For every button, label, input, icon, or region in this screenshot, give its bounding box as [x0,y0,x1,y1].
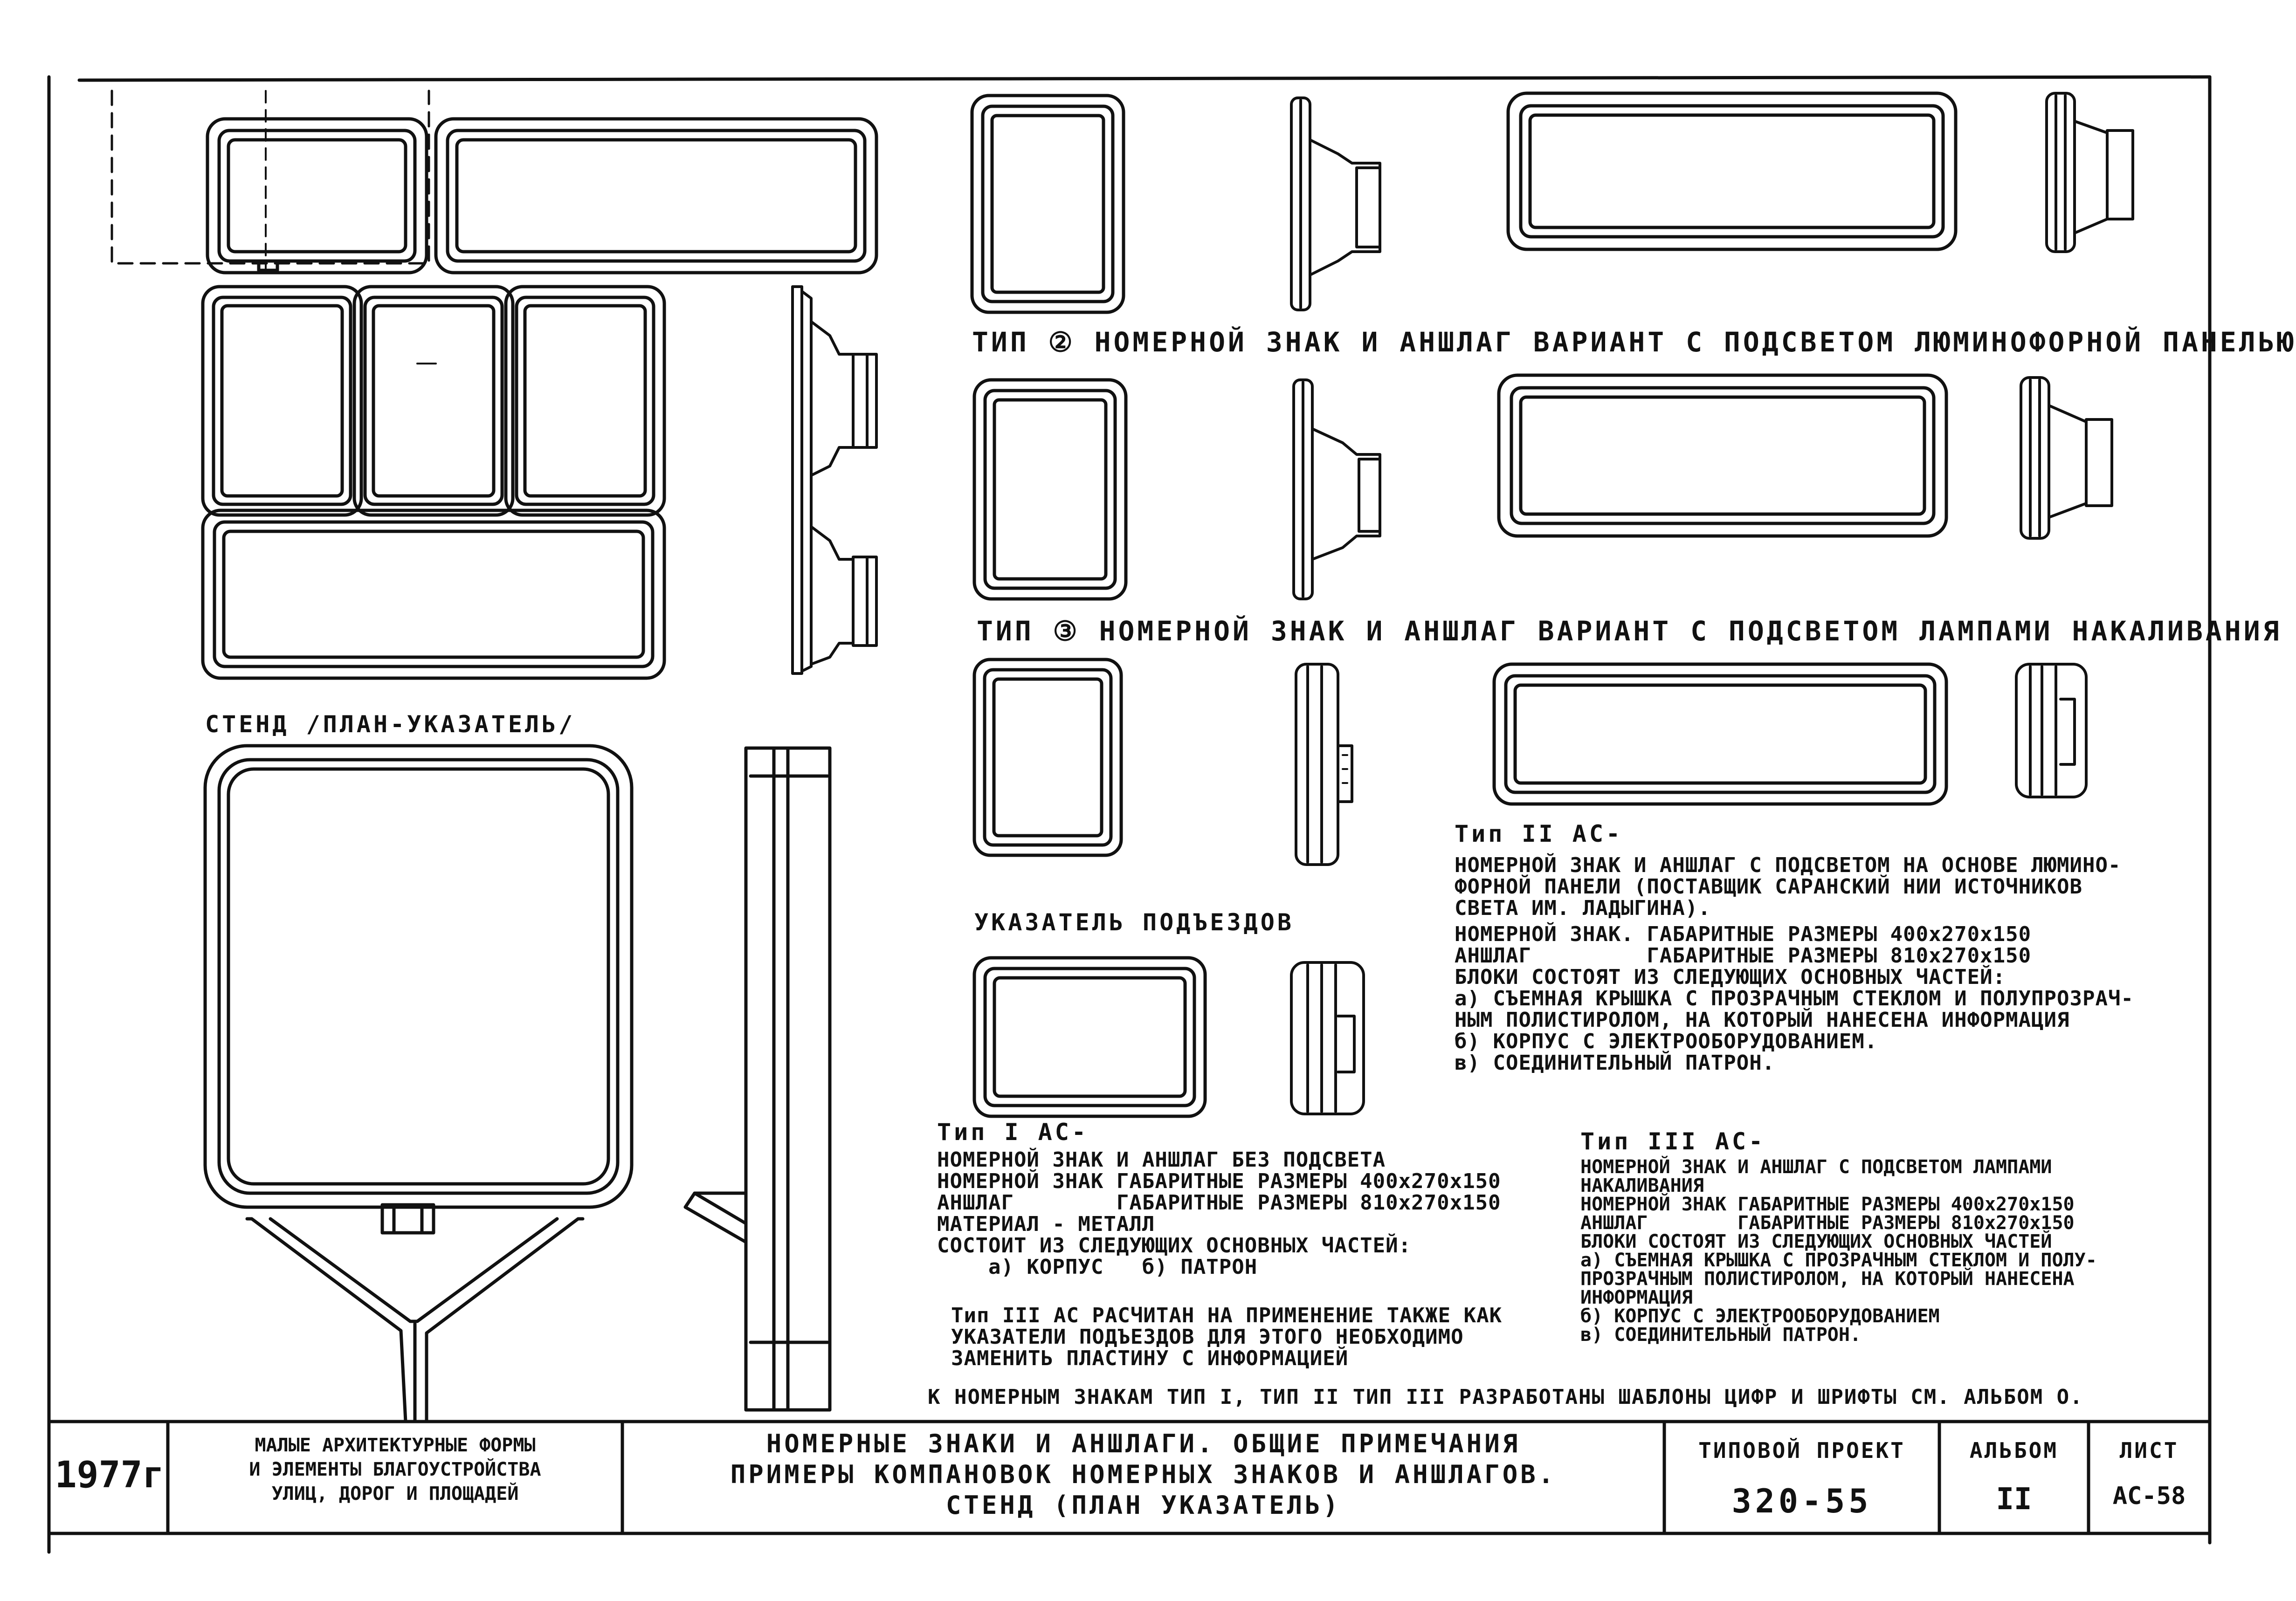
title-block-organization: МАЛЫЕ АРХИТЕКТУРНЫЕ ФОРМЫ И ЭЛЕМЕНТЫ БЛА… [170,1433,620,1506]
org-line: МАЛЫЕ АРХИТЕКТУРНЫЕ ФОРМЫ [255,1435,536,1456]
title-block-title: НОМЕРНЫЕ ЗНАКИ И АНШЛАГИ. ОБЩИЕ ПРИМЕЧАН… [625,1429,1662,1521]
type-II-ac-line: БЛОКИ СОСТОЯТ ИЗ СЛЕДУЮЩИХ ОСНОВНЫХ ЧАСТ… [1455,965,2006,989]
type-II-ac-line: НОМЕРНОЙ ЗНАК. ГАБАРИТНЫЕ РАЗМЕРЫ 400х27… [1455,922,2032,946]
type3-plate-sign [1497,373,1948,538]
type-III-ac-line: ИНФОРМАЦИЯ [1580,1287,1693,1308]
type2-plate-sign [1506,91,1958,251]
type-II-ac-line: в) СОЕДИНИТЕЛЬНЫЙ ПАТРОН. [1455,1051,1775,1075]
org-line: И ЭЛЕМЕНТЫ БЛАГОУСТРОЙСТВА [249,1459,541,1480]
type2-number-sign [970,94,1125,314]
arrangement-row-three [201,285,666,517]
type-III-ac-line: в) СОЕДИНИТЕЛЬНЫЙ ПАТРОН. [1580,1324,1862,1346]
type-III-ac-line: НАКАЛИВАНИЯ [1580,1175,1704,1196]
type-II-ac-line: б) КОРПУС С ЭЛЕКТРООБОРУДОВАНИЕМ. [1455,1030,1878,1053]
type-II-ac-line: ФОРНОЙ ПАНЕЛИ (ПОСТАВЩИК САРАНСКИЙ НИИ И… [1455,875,2083,899]
type-III-note: Тип III АС РАСЧИТАН НА ПРИМЕНЕНИЕ ТАКЖЕ … [951,1305,1502,1369]
type-III-ac-line: ПРОЗРАЧНЫМ ПОЛИСТИРОЛОМ, НА КОТОРЫЙ НАНЕ… [1580,1268,2075,1290]
caption-stand: СТЕНД /ПЛАН-УКАЗАТЕЛЬ/ [205,711,576,738]
type-II-ac-notes: Тип II АС- НОМЕРНОЙ ЗНАК И АНШЛАГ С ПОДС… [1455,820,2134,1074]
type-III-ac-line: б) КОРПУС С ЭЛЕКТРООБОРУДОВАНИЕМ [1580,1306,1940,1327]
stand-side-profile [683,746,832,1412]
caption-entrance-sign: УКАЗАТЕЛЬ ПОДЪЕЗДОВ [974,909,1294,936]
type-I-ac-line: НОМЕРНОЙ ЗНАК ГАБАРИТНЫЕ РАЗМЕРЫ 400х270… [937,1169,1501,1193]
arrangement-side-profile [791,285,878,675]
footnote: К НОМЕРНЫМ ЗНАКАМ ТИП I, ТИП II ТИП III … [928,1385,2083,1409]
type-III-ac-line: НОМЕРНОЙ ЗНАК ГАБАРИТНЫЕ РАЗМЕРЫ 400х270… [1580,1194,2075,1215]
entrance-sign-front [972,956,1207,1118]
type-III-ac-line: АНШЛАГ ГАБАРИТНЫЕ РАЗМЕРЫ 810х270х150 [1580,1212,2075,1234]
type3-plate-profile [2020,376,2113,540]
type-II-number-profile [1295,663,1353,866]
type-III-note-line: ЗАМЕНИТЬ ПЛАСТИНУ С ИНФОРМАЦИЕЙ [951,1347,1349,1370]
type-III-note-line: УКАЗАТЕЛИ ПОДЪЕЗДОВ ДЛЯ ЭТОГО НЕОБХОДИМО [951,1325,1464,1349]
type-I-ac-line: СОСТОИТ ИЗ СЛЕДУЮЩИХ ОСНОВНЫХ ЧАСТЕЙ: [937,1234,1412,1257]
org-line: УЛИЦ, ДОРОГ И ПЛОЩАДЕЙ [271,1483,519,1505]
type-II-ac-line: НЫМ ПОЛИСТИРОЛОМ, НА КОТОРЫЙ НАНЕСЕНА ИН… [1455,1008,2070,1032]
title-block-year: 1977г [55,1454,165,1496]
title-block-project-label: ТИПОВОЙ ПРОЕКТ [1698,1438,1905,1463]
title-line: ПРИМЕРЫ КОМПАНОВОК НОМЕРНЫХ ЗНАКОВ И АНШ… [730,1460,1557,1489]
title-block-sheet-label: ЛИСТ [2119,1438,2179,1463]
type-III-ac-line: БЛОКИ СОСТОЯТ ИЗ СЛЕДУЮЩИХ ОСНОВНЫХ ЧАСТ… [1580,1231,2052,1252]
type-III-ac-line: а) СЪЕМНАЯ КРЫШКА С ПРОЗРАЧНЫМ СТЕКЛОМ И… [1580,1250,2097,1271]
type-III-ac-title: Тип III АС- [1580,1128,1766,1155]
title-block-frame [47,1420,2212,1535]
type-III-note-line: Тип III АС РАСЧИТАН НА ПРИМЕНЕНИЕ ТАКЖЕ … [951,1304,1503,1327]
title-block-sheet-value: АС-58 [2112,1482,2186,1510]
entrance-sign-profile [1290,961,1365,1115]
type-II-ac-line: АНШЛАГ ГАБАРИТНЫЕ РАЗМЕРЫ 810х270х150 [1455,944,2032,968]
title-block-project-value: 320-55 [1731,1482,1872,1520]
type-II-ac-lines: НОМЕРНОЙ ЗНАК И АНШЛАГ С ПОДСВЕТОМ НА ОС… [1455,855,2134,1074]
type2-plate-profile [2045,92,2134,253]
title-block-album-label: АЛЬБОМ [1969,1438,2059,1463]
type-I-ac-line: а) КОРПУС б) ПАТРОН [937,1255,1258,1279]
type-II-plate-profile [2015,663,2088,798]
caption-type2: ТИП ② НОМЕРНОЙ ЗНАК И АНШЛАГ ВАРИАНТ С П… [972,326,2296,358]
caption-type3: ТИП ③ НОМЕРНОЙ ЗНАК И АНШЛАГ ВАРИАНТ С П… [977,615,2282,647]
type-I-ac-title: Тип I АС- [937,1119,1089,1146]
type-I-ac-line: НОМЕРНОЙ ЗНАК И АНШЛАГ БЕЗ ПОДСВЕТА [937,1148,1386,1172]
type3-number-sign [972,378,1128,601]
title-line: СТЕНД (ПЛАН УКАЗАТЕЛЬ) [945,1491,1341,1520]
type-I-ac-lines: НОМЕРНОЙ ЗНАК И АНШЛАГ БЕЗ ПОДСВЕТА НОМЕ… [937,1149,1501,1278]
type-II-ac-line: НОМЕРНОЙ ЗНАК И АНШЛАГ С ПОДСВЕТОМ НА ОС… [1455,853,2121,877]
type-II-number-sign [972,658,1123,857]
type2-number-profile [1290,96,1381,311]
arrangement-row-wide [201,508,666,680]
title-line: НОМЕРНЫЕ ЗНАКИ И АНШЛАГИ. ОБЩИЕ ПРИМЕЧАН… [766,1429,1521,1458]
type-III-ac-notes: Тип III АС- НОМЕРНОЙ ЗНАК И АНШЛАГ С ПОД… [1580,1128,2097,1344]
type-II-ac-title: Тип II АС- [1455,820,1623,847]
sheet-frame [47,75,2212,1554]
type-III-ac-lines: НОМЕРНОЙ ЗНАК И АНШЛАГ С ПОДСВЕТОМ ЛАМПА… [1580,1158,2097,1344]
type-II-plate-sign [1492,662,1948,806]
stand-front [203,744,634,1423]
type3-number-profile [1292,378,1381,600]
type-III-ac-line: НОМЕРНОЙ ЗНАК И АНШЛАГ С ПОДСВЕТОМ ЛАМПА… [1580,1156,2052,1178]
type-I-ac-line: АНШЛАГ ГАБАРИТНЫЕ РАЗМЕРЫ 810х270х150 [937,1191,1501,1215]
type-II-ac-line: а) СЪЕМНАЯ КРЫШКА С ПРОЗРАЧНЫМ СТЕКЛОМ И… [1455,987,2134,1010]
type-I-ac-notes: Тип I АС- НОМЕРНОЙ ЗНАК И АНШЛАГ БЕЗ ПОД… [937,1119,1501,1278]
type-II-ac-line: СВЕТА ИМ. ЛАДЫГИНА). [1455,896,1711,920]
type-I-ac-line: МАТЕРИАЛ - МЕТАЛЛ [937,1212,1155,1236]
title-block-album-value: II [1996,1482,2032,1517]
arrangement-row-top [110,89,878,275]
